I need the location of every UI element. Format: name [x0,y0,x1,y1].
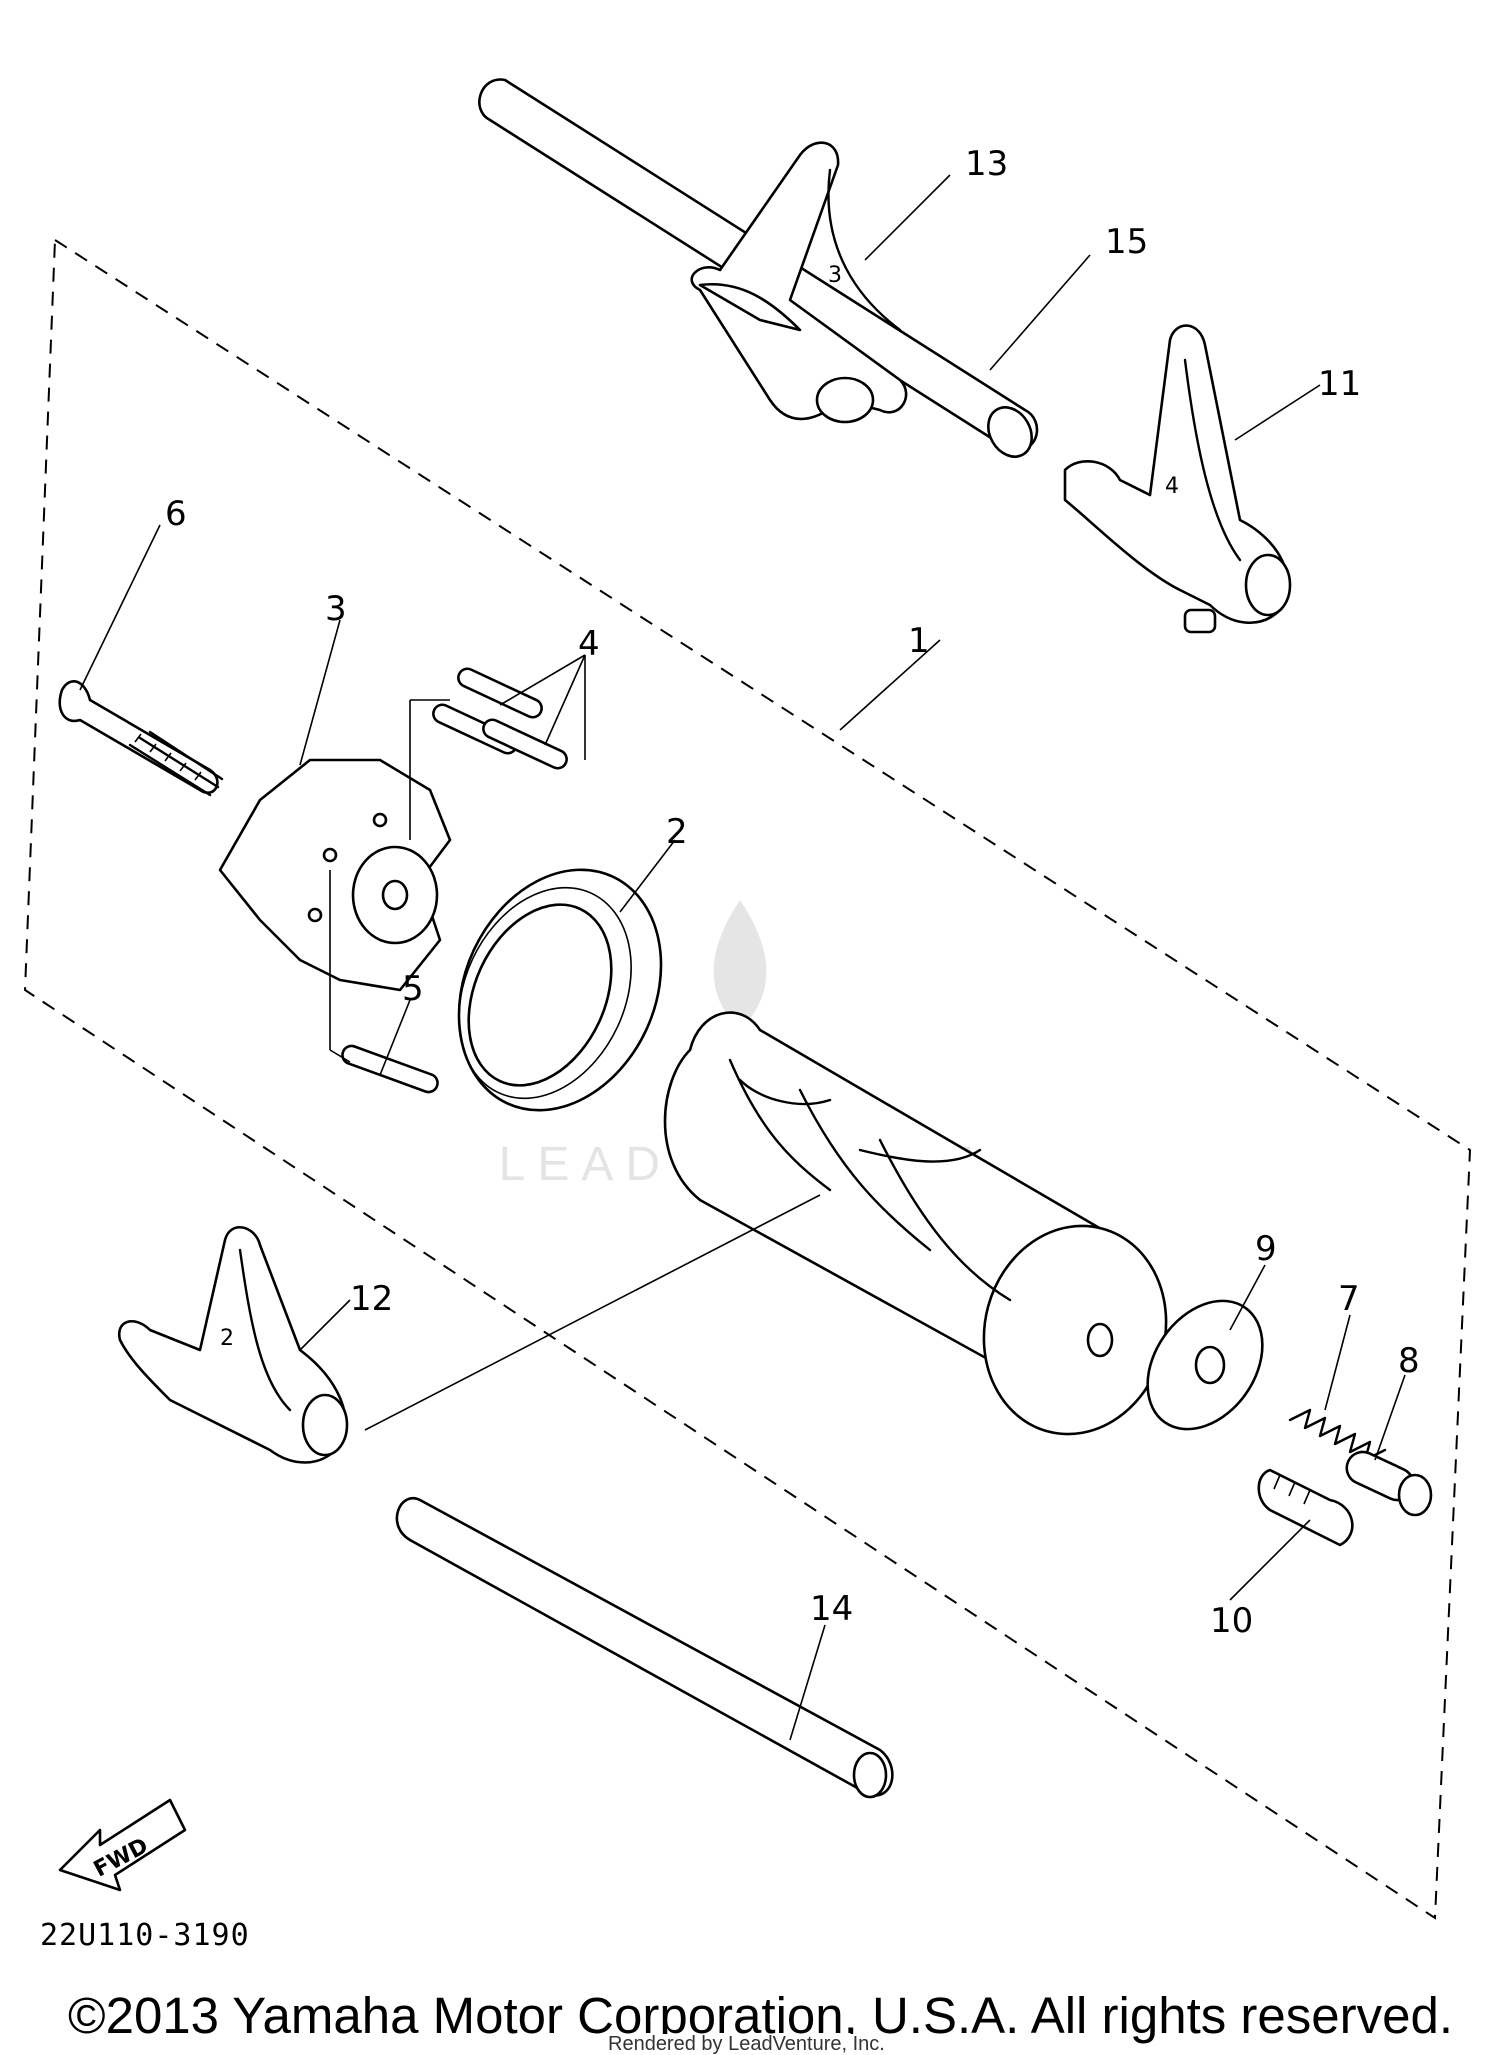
callout-13: 13 [965,144,1008,184]
callout-7: 7 [1338,1279,1360,1319]
fork-12-to-drum-line [364,1194,821,1431]
callout-15: 15 [1105,222,1148,262]
drawing-code: 22U110-3190 [40,1918,250,1953]
plunger-8 [1345,1450,1433,1517]
pin-5 [341,1044,439,1094]
shift-fork-11: 4 [1063,324,1292,634]
stopper-plate-9 [1146,1299,1264,1431]
callout-12: 12 [350,1279,393,1319]
callout-3: 3 [325,589,347,629]
leader-lines [79,174,1406,1741]
screw-10 [1257,1468,1354,1547]
shift-drum [663,1011,1168,1436]
callout-8: 8 [1398,1341,1420,1381]
svg-text:3: 3 [828,263,842,288]
callout-2: 2 [666,812,688,852]
shift-fork-12: 2 [117,1225,349,1464]
screw-6 [58,680,224,797]
svg-text:4: 4 [1165,474,1179,499]
shift-fork-shaft-lower [395,1496,894,1799]
callout-11: 11 [1318,364,1361,404]
callout-1: 1 [908,621,930,661]
pins-4 [432,667,568,770]
svg-text:2: 2 [220,1326,234,1351]
callout-14: 14 [810,1589,853,1629]
forward-arrow-icon: FWD [58,1798,187,1892]
callout-9: 9 [1255,1229,1277,1269]
shift-fork-13: 3 [690,141,908,424]
rendered-by-credit: Rendered by LeadVenture, Inc. [606,2033,887,2055]
callout-6: 6 [165,494,187,534]
assembly-boundary [23,238,1472,1920]
callout-5: 5 [402,969,424,1009]
callout-labels: 1 2 3 4 5 6 7 8 9 10 11 12 13 14 15 [165,144,1420,1641]
shift-drum-segment-3 [218,758,452,992]
bearing-2 [457,868,663,1112]
spring-7 [1288,1408,1387,1462]
callout-10: 10 [1210,1601,1253,1641]
callout-4: 4 [578,624,600,664]
